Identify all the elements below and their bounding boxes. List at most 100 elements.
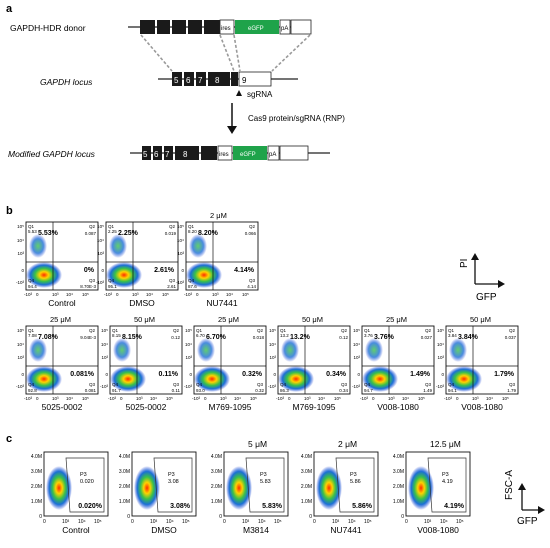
locus-exon-8: 8 [208,72,230,86]
donor-egfp-box [235,20,279,34]
rnp-label: Cas9 protein/sgRNA (RNP) [248,114,345,123]
x-tick: 10⁴ [318,396,325,401]
y-tick: 0 [127,514,130,520]
y-tick: 10⁵ [269,328,276,333]
q4-value: 86.3 [280,388,289,393]
q4-value: 95.1 [108,284,117,289]
q3-value: 0.32 [255,388,264,393]
y-tick: 2.0M [301,484,312,490]
plot-concentration: 25 μM [50,315,71,324]
plot-frame [25,221,99,291]
flow-plot: 50 μMQ13.84Q20.037Q31.79Q494.13.84%1.79%… [436,315,519,412]
x-tick: 10³ [136,396,143,401]
x-tick: 10³ [220,396,227,401]
upper-left-percent: 3.84% [458,334,479,341]
y-tick: 0 [39,514,42,520]
x-tick: -10³ [184,292,193,297]
x-tick: 10³ [52,396,59,401]
q3-value: 0.34 [339,388,348,393]
lower-right-percent: 0.081% [70,371,95,378]
density-upper [365,338,383,362]
q1-label: Q1 [196,328,203,333]
x-tick: 10⁵ [94,519,102,525]
q2-label: Q2 [509,328,516,333]
x-tick: 10⁴ [348,519,356,525]
x-tick: 0 [204,396,207,401]
y-tick: 0 [309,514,312,520]
q4-label: Q4 [364,382,371,387]
panel-c-letter: c [6,433,12,445]
donor-ires-text: ires [221,26,231,32]
flow-plot: Q12.25Q20.019Q32.61Q495.12.25%2.61%10⁵10… [96,221,179,308]
gate-percent: 0.020% [78,503,103,510]
q2-value: 0.12 [339,335,348,340]
gate-name: P3 [442,472,449,478]
locus-exon-7: 7 [196,72,206,86]
mod-arm-right [279,145,309,161]
q2-value: 0.12 [171,335,180,340]
axis-c-gfp-label: GFP [517,516,538,527]
gate-name: P3 [168,472,175,478]
y-tick: 10³ [17,355,24,360]
x-tick: 10⁴ [486,396,493,401]
lower-right-percent: 2.61% [154,267,175,274]
y-tick: 0 [101,268,104,273]
y-tick: 10⁵ [177,224,184,229]
q4-value: 93.0 [196,388,205,393]
density-upper [281,338,299,362]
x-tick: 0 [223,519,226,525]
y-tick: -10³ [268,384,277,389]
axis-c-right-arrow-icon [538,506,545,514]
panel-b: Q15.53Q20.087Q38.70E-3Q494.45.53%0%10⁵10… [16,211,519,412]
y-tick: 3.0M [211,469,222,475]
q1-label: Q1 [28,328,35,333]
upper-left-percent: 6.70% [206,334,227,341]
y-tick: 10³ [97,251,104,256]
plot-frame [223,451,289,517]
y-tick: 10⁴ [17,342,24,347]
y-tick: 4.0M [301,454,312,460]
plot-frame [405,451,471,517]
svg-text:6: 6 [154,150,159,159]
y-tick: 1.0M [31,499,42,505]
q3-value: 1.79 [507,388,516,393]
x-tick: 10⁵ [182,519,190,525]
y-tick: 3.0M [301,469,312,475]
density-cloud [408,466,434,510]
sample-name: DMSO [129,298,155,308]
x-tick: 0 [405,519,408,525]
mod-block [201,146,217,160]
x-tick: 10⁴ [66,396,73,401]
q4-label: Q4 [196,382,203,387]
svg-text:5: 5 [174,76,179,85]
mod-ires-box [217,145,233,161]
density-upper [29,234,47,258]
density-cloud [226,466,252,510]
x-tick: 10⁴ [66,292,73,297]
x-tick: -10³ [104,292,113,297]
lower-right-percent: 0.11% [159,371,179,378]
x-tick: 10⁵ [250,396,257,401]
q1-value: 7.08 [28,333,37,338]
panel-a: a GAPDH-HDR donor ires eGFP pA GAPDH loc… [6,3,345,161]
y-tick: -10³ [16,280,25,285]
y-tick: 10⁴ [185,342,192,347]
mod-egfp-text: eGFP [240,152,256,158]
y-tick: -10³ [436,384,445,389]
x-tick: 10³ [52,292,59,297]
gate-percent: 5.83% [262,503,283,510]
axis-right-arrow-icon [498,280,505,288]
panel-b-axis-key: PI GFP [459,253,505,303]
y-tick: 10⁵ [185,328,192,333]
mod-pa-text: pA [269,152,276,158]
q4-value: 94.4 [28,284,37,289]
upper-left-percent: 2.25% [118,230,139,237]
q2-label: Q2 [169,224,176,229]
flow-plot: 25 μMQ17.08Q29.04E-3Q30.081Q492.87.08%0.… [16,315,99,412]
lower-right-percent: 0.34% [326,371,347,378]
gate-p3 [335,457,375,513]
axis-c-up-arrow-icon [518,483,526,490]
axis-gfp-label: GFP [476,292,497,303]
